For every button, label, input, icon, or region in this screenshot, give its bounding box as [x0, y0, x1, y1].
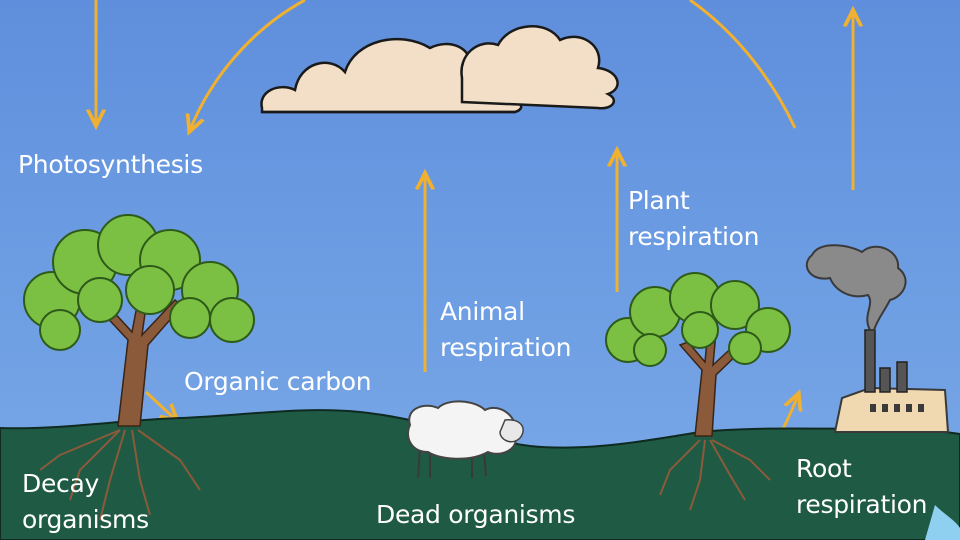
sheep-icon [407, 400, 524, 479]
factory-icon [833, 329, 950, 433]
decay-organisms-label: Decay organisms [22, 469, 149, 535]
smoke-icon [805, 244, 907, 331]
root-respiration-label: Root respiration [796, 454, 928, 520]
tree-icon [23, 214, 255, 521]
arc-arrow-top-left [190, 0, 306, 130]
animal-respiration-label: Animal respiration [440, 297, 572, 363]
arrow-organic-carbon [144, 390, 176, 420]
plant-respiration-label: Plant respiration [628, 186, 760, 252]
tree-icon [605, 272, 791, 511]
cloud-icon [260, 25, 619, 114]
organic-carbon-label: Organic carbon [184, 367, 372, 396]
water [925, 505, 960, 540]
photosynthesis-label: Photosynthesis [18, 150, 203, 179]
dead-organisms-label: Dead organisms [376, 500, 576, 529]
arc-arrow-top-right [689, 0, 797, 129]
